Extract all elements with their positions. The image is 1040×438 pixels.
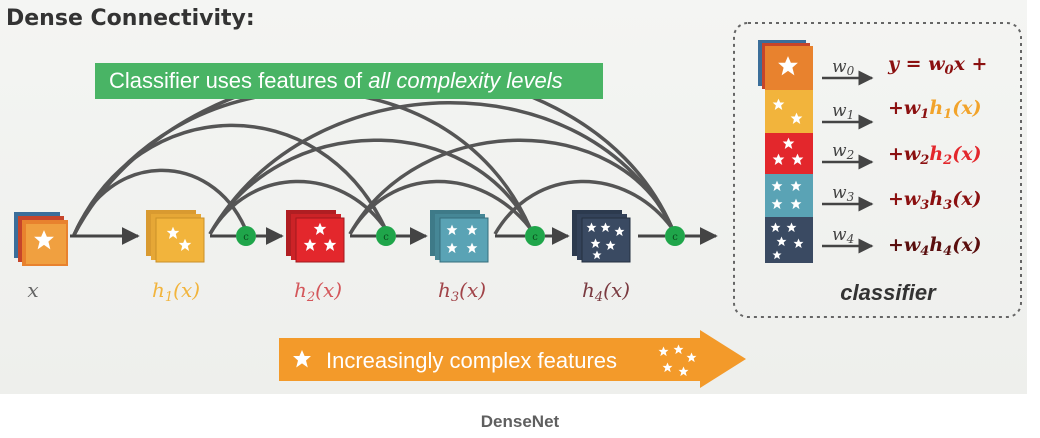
dense-connectivity-diagram: c c c c x h1(x) h2(x) h3(x) h4(x) <box>14 22 1022 388</box>
arc-h3-c4 <box>493 179 674 235</box>
concat-label-4: c <box>672 232 678 243</box>
weight-w3: w3 <box>832 183 855 204</box>
concat-node-2 <box>376 226 396 246</box>
label-h2: h2(x) <box>294 278 342 305</box>
term-1: +w1h1(x) <box>888 97 982 122</box>
complexity-arrow: Increasingly complex features <box>279 330 746 388</box>
slide: Dense Connectivity: <box>0 0 1027 394</box>
weight-arrows <box>822 70 874 254</box>
label-h1: h1(x) <box>152 278 200 305</box>
label-x: x <box>27 278 38 302</box>
concat-nodes: c c c c <box>236 226 685 246</box>
weight-w4: w4 <box>832 225 854 246</box>
weight-w0: w0 <box>832 57 855 78</box>
h4-stack <box>572 210 631 263</box>
weight-labels: w0 w1 w2 w3 w4 <box>832 57 855 246</box>
arc-h2-c4 <box>348 138 674 235</box>
banner-text: Classifier uses features of <box>109 68 369 93</box>
term-4: +w4h4(x) <box>888 234 982 259</box>
label-h4: h4(x) <box>582 278 630 305</box>
term-0: y = w0x + <box>887 53 987 78</box>
complexity-arrow-label: Increasingly complex features <box>326 348 617 373</box>
weight-w1: w1 <box>832 101 854 122</box>
figure-caption: DenseNet <box>480 412 560 431</box>
slide-title: Dense Connectivity: <box>6 6 255 31</box>
feature-labels: x h1(x) h2(x) h3(x) h4(x) <box>27 278 630 305</box>
concat-node-3 <box>525 226 545 246</box>
classifier-feature-stack <box>758 40 813 263</box>
weight-w2: w2 <box>832 141 854 162</box>
term-2: +w2h2(x) <box>888 143 982 168</box>
concat-node-4 <box>665 226 685 246</box>
classifier-title: classifier <box>840 280 937 305</box>
arc-h1-c3 <box>208 138 532 235</box>
input-x-stack <box>14 212 68 266</box>
term-3: +w3h3(x) <box>888 188 982 213</box>
h3-stack <box>430 210 489 263</box>
h2-stack <box>286 210 345 263</box>
concat-label-2: c <box>383 232 389 243</box>
label-h3: h3(x) <box>438 278 486 305</box>
concat-label-3: c <box>532 232 538 243</box>
classifier-terms: y = w0x + +w1h1(x) +w2h2(x) +w3h3(x) +w4… <box>887 53 987 259</box>
arc-h1-c4 <box>208 101 674 235</box>
classifier-panel: w0 w1 w2 w3 w4 y = w0x + +w1h1(x) +w2h2(… <box>733 22 1022 318</box>
banner-emphasis: all complexity levels <box>368 68 563 93</box>
concat-label-1: c <box>243 232 249 243</box>
classifier-banner: Classifier uses features of all complexi… <box>95 63 603 99</box>
h1-stack <box>146 210 205 263</box>
concat-node-1 <box>236 226 256 246</box>
